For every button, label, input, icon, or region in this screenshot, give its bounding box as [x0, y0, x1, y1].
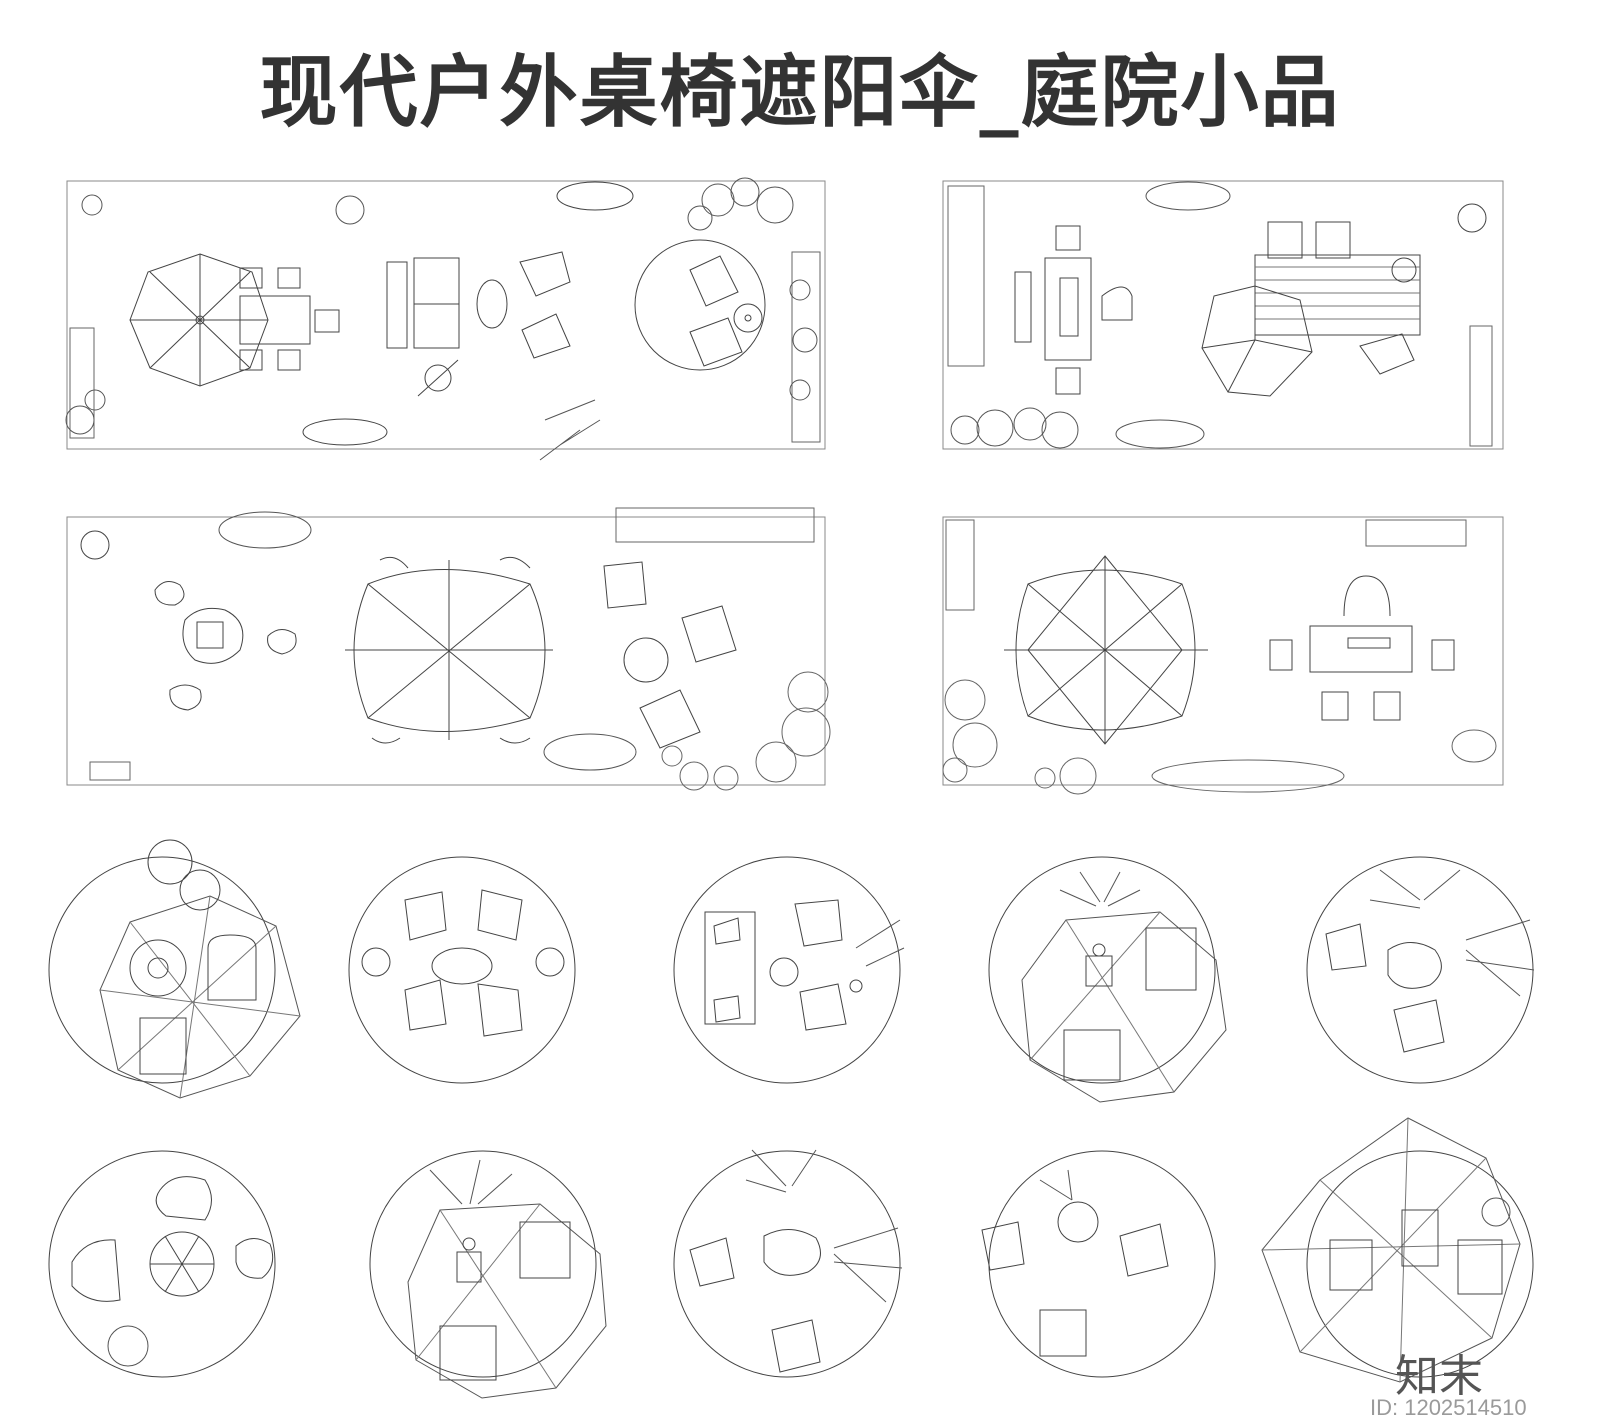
umbrella-icon [1201, 285, 1313, 397]
side-table-icon [424, 364, 452, 392]
circle-plan-1 [48, 839, 301, 1099]
potted-plant-icon [1457, 203, 1487, 233]
watermark-logo: 知末 [1395, 1351, 1483, 1402]
plan-panel-4 [942, 516, 1504, 795]
watermark-id: ID: 1202514510 [1370, 1395, 1527, 1420]
circle-plan-row-1 [48, 839, 1535, 1103]
table-icon [239, 295, 311, 345]
circle-plan-2 [348, 856, 576, 1084]
umbrella-icon [1004, 555, 1208, 745]
circle-plan-3 [673, 856, 905, 1084]
plan-panel-3 [66, 507, 831, 791]
stepping-stone-icon [154, 580, 297, 711]
oval-table-icon [476, 279, 508, 329]
console-table-icon [1309, 625, 1413, 673]
lounge-chair-icon [603, 561, 647, 609]
umbrella-icon [345, 560, 553, 740]
pond-icon [182, 607, 244, 664]
round-rug-icon [634, 239, 766, 371]
page-title: 现代户外桌椅遮阳伞_庭院小品 [259, 48, 1341, 138]
planter-icon [556, 181, 634, 211]
circle-plan-4 [988, 856, 1227, 1103]
circle-plan-row-2 [48, 1117, 1534, 1399]
plan-panel-2 [942, 180, 1504, 450]
circle-plan-8 [673, 1149, 903, 1378]
sofa-icon [386, 257, 460, 349]
bench-icon [1014, 271, 1032, 343]
plan-panel-1 [65, 177, 826, 461]
plant-cluster-icon [65, 177, 818, 461]
umbrella-icon [129, 253, 269, 387]
circle-plan-9 [981, 1150, 1216, 1378]
console-table-icon [1044, 257, 1092, 361]
circle-plan-10 [1261, 1117, 1534, 1383]
circle-plan-6 [48, 1150, 276, 1378]
circle-plan-5 [1306, 856, 1535, 1084]
circle-plan-7 [369, 1150, 607, 1399]
armchair-icon [519, 251, 571, 297]
